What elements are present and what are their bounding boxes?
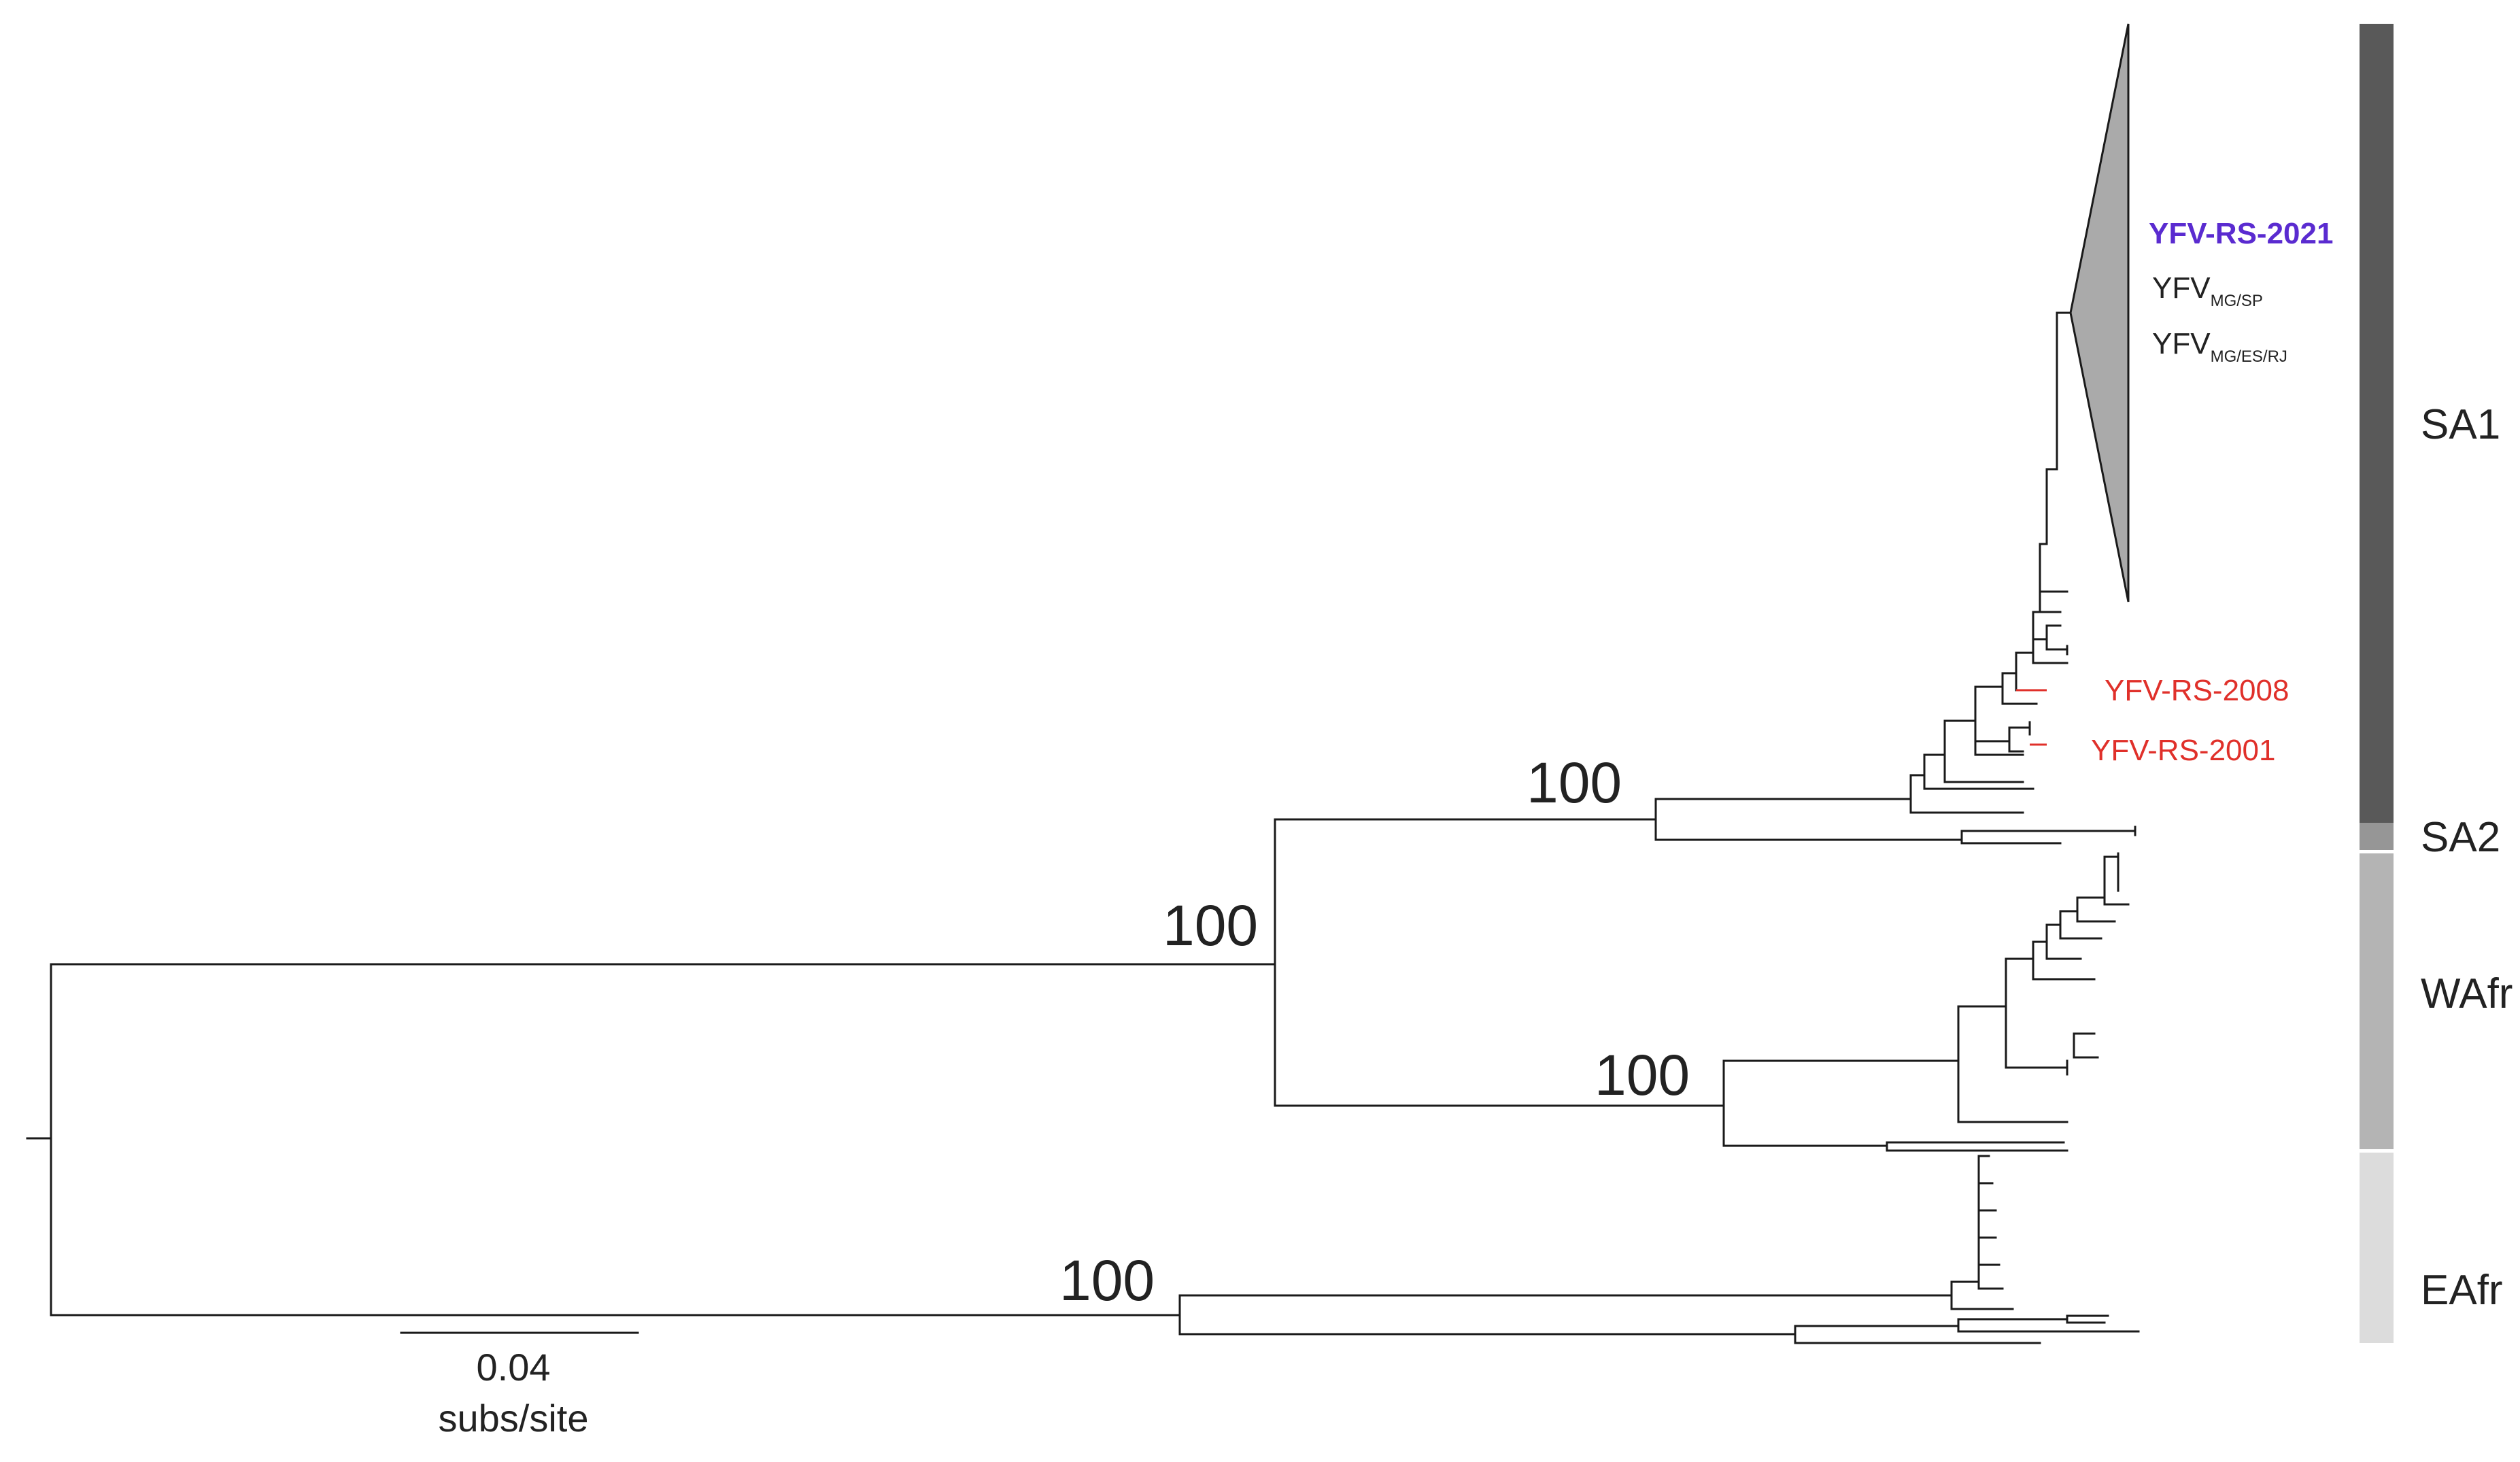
root-branches: [26, 963, 1276, 1316]
scale-bar-value: 0.04: [477, 1346, 551, 1389]
tip-label-yfv-rs-2008: YFV-RS-2008: [2105, 674, 2289, 707]
clade-label-sa2: SA2: [2421, 814, 2500, 861]
collapsed-label-mg-es-rj: YFVMG/ES/RJ: [2152, 327, 2287, 366]
clade-label-wafr: WAfr: [2421, 970, 2513, 1017]
americas-branches: [1274, 818, 1725, 1107]
clade-label-sa1: SA1: [2421, 401, 2500, 448]
bootstrap-eafr-node: 100: [1059, 1248, 1155, 1312]
tip-label-yfv-rs-2001: YFV-RS-2001: [2091, 734, 2275, 767]
clade-bar-sa1: [2360, 24, 2394, 823]
collapsed-label-mg-sp: YFVMG/SP: [2152, 271, 2263, 310]
tip-label-yfv-rs-2021: YFV-RS-2021: [2149, 217, 2333, 250]
clade-bar-eafr: [2360, 1153, 2394, 1343]
clade-bar: [2360, 24, 2394, 1343]
clade-label-eafr: EAfr: [2421, 1267, 2503, 1314]
clade-bar-wafr: [2360, 853, 2394, 1149]
bootstrap-sa-node: 100: [1527, 751, 1622, 815]
bootstrap-americas-root: 100: [1163, 894, 1258, 957]
sa-clade-branches: [1654, 311, 2136, 845]
wafr-clade-branches: [1722, 852, 2130, 1152]
bootstrap-wafr-node: 100: [1595, 1043, 1690, 1107]
collapsed-clade-triangle: [2069, 23, 2130, 602]
clade-bar-sa2: [2360, 823, 2394, 850]
eafr-clade-branches: [1178, 1155, 2140, 1344]
scale-bar-unit: subs/site: [439, 1397, 589, 1440]
